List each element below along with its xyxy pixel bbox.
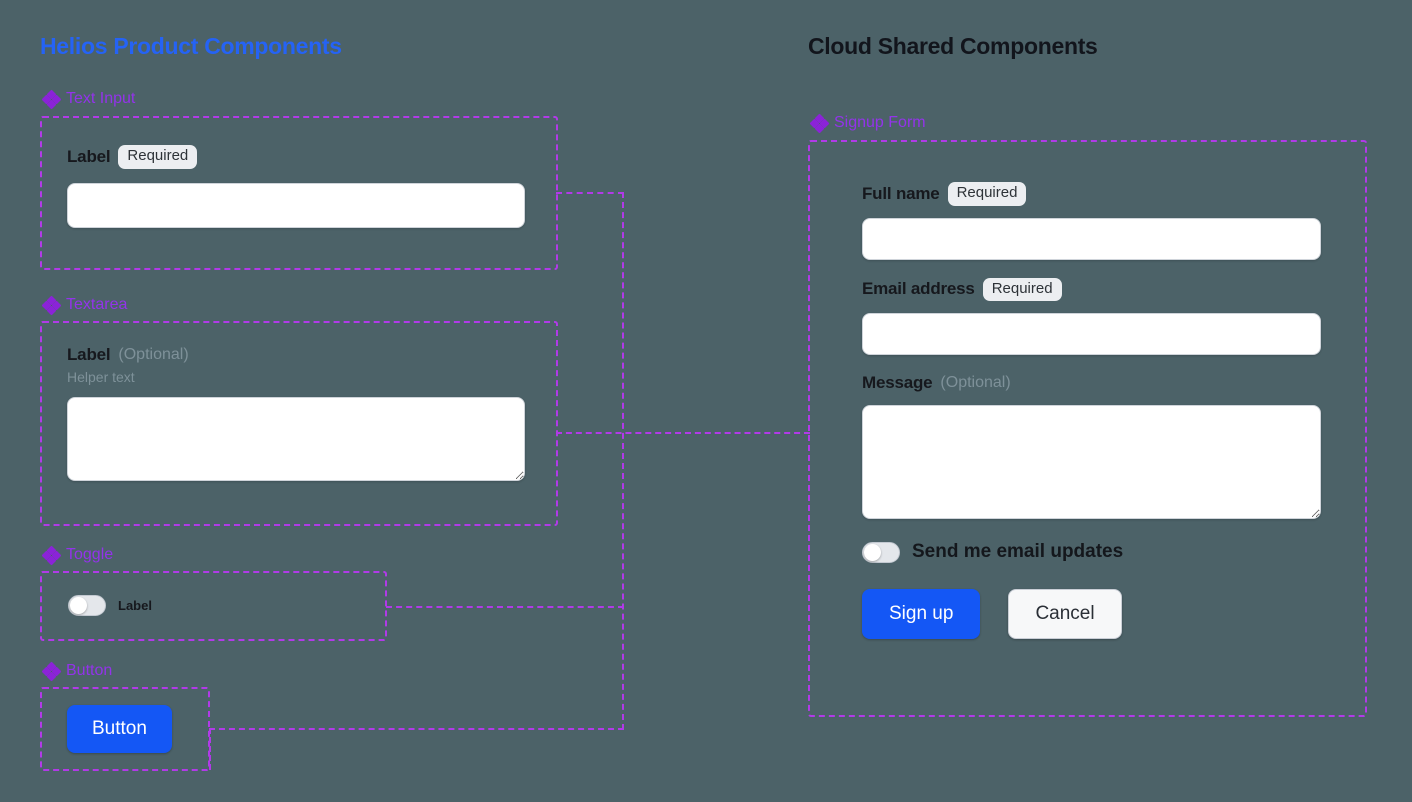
diamond-icon: [41, 661, 62, 681]
component-frame-toggle: [40, 571, 387, 641]
field-label-row: Message (Optional): [862, 373, 1321, 393]
section-label-text: Signup Form: [834, 114, 926, 131]
optional-tag: (Optional): [940, 374, 1011, 391]
toggle-label: Label: [118, 598, 152, 613]
connector-trunk-vertical: [622, 192, 624, 730]
diamond-icon: [41, 89, 62, 109]
field-label: Message: [862, 373, 933, 392]
text-input-component: Label Required: [67, 145, 525, 228]
section-label-text: Textarea: [66, 296, 128, 313]
text-input-field[interactable]: [67, 182, 525, 228]
section-label-text: Button: [66, 662, 113, 679]
email-updates-toggle-row: Send me email updates: [862, 541, 1321, 563]
component-frame-button: [40, 687, 210, 771]
section-label-text: Toggle: [66, 546, 114, 563]
section-label-button: Button: [41, 661, 113, 681]
field-label: Label: [67, 146, 111, 166]
field-label-row: Email address Required: [862, 277, 1321, 301]
connector-text-input-to-trunk: [556, 192, 624, 194]
field-label-row: Label Required: [67, 145, 525, 169]
field-email-address: Email address Required: [862, 277, 1321, 355]
email-address-input[interactable]: [862, 313, 1321, 355]
diamond-icon: [41, 545, 62, 565]
component-frame-textarea: [40, 321, 558, 526]
email-updates-toggle[interactable]: [862, 541, 900, 563]
required-badge: Required: [982, 277, 1062, 301]
optional-tag: (Optional): [118, 346, 189, 363]
toggle-knob: [70, 597, 87, 614]
field-label-row: Label (Optional): [67, 345, 525, 365]
demo-button[interactable]: Button: [67, 705, 172, 753]
cancel-button[interactable]: Cancel: [1008, 589, 1122, 639]
section-label-toggle: Toggle: [41, 545, 114, 565]
connector-toggle-to-trunk: [386, 606, 624, 608]
required-badge: Required: [118, 145, 198, 169]
section-label-textarea: Textarea: [41, 295, 128, 315]
section-label-text: Text Input: [66, 90, 136, 107]
connector-button-to-trunk: [209, 728, 624, 730]
field-message: Message (Optional): [862, 373, 1321, 519]
section-label-signup-form: Signup Form: [809, 113, 926, 133]
section-label-text-input: Text Input: [41, 89, 136, 109]
helper-text: Helper text: [67, 369, 135, 385]
signup-form: Full name Required Email address Require…: [862, 182, 1321, 639]
required-badge: Required: [947, 182, 1027, 206]
connector-trunk-to-signup: [556, 432, 810, 434]
page-title-left: Helios Product Components: [40, 33, 342, 59]
textarea-component: Label (Optional) Helper text: [67, 345, 525, 481]
component-frame-text-input: [40, 116, 558, 270]
signup-actions: Sign up Cancel: [862, 589, 1321, 639]
toggle-component: Label: [68, 595, 152, 616]
toggle-switch[interactable]: [68, 595, 106, 616]
field-label-row: Full name Required: [862, 182, 1321, 206]
component-frame-signup-form: [808, 140, 1367, 717]
field-full-name: Full name Required: [862, 182, 1321, 260]
full-name-input[interactable]: [862, 217, 1321, 260]
sign-up-button[interactable]: Sign up: [862, 589, 981, 639]
textarea-field[interactable]: [67, 397, 525, 481]
toggle-knob: [864, 543, 881, 561]
diamond-icon: [41, 295, 62, 315]
email-updates-label: Send me email updates: [912, 541, 1124, 562]
field-label: Label: [67, 345, 111, 364]
message-textarea[interactable]: [862, 405, 1321, 519]
field-label: Email address: [862, 279, 975, 299]
field-label: Full name: [862, 183, 940, 203]
page-title-right: Cloud Shared Components: [808, 33, 1098, 59]
diamond-icon: [809, 113, 830, 133]
